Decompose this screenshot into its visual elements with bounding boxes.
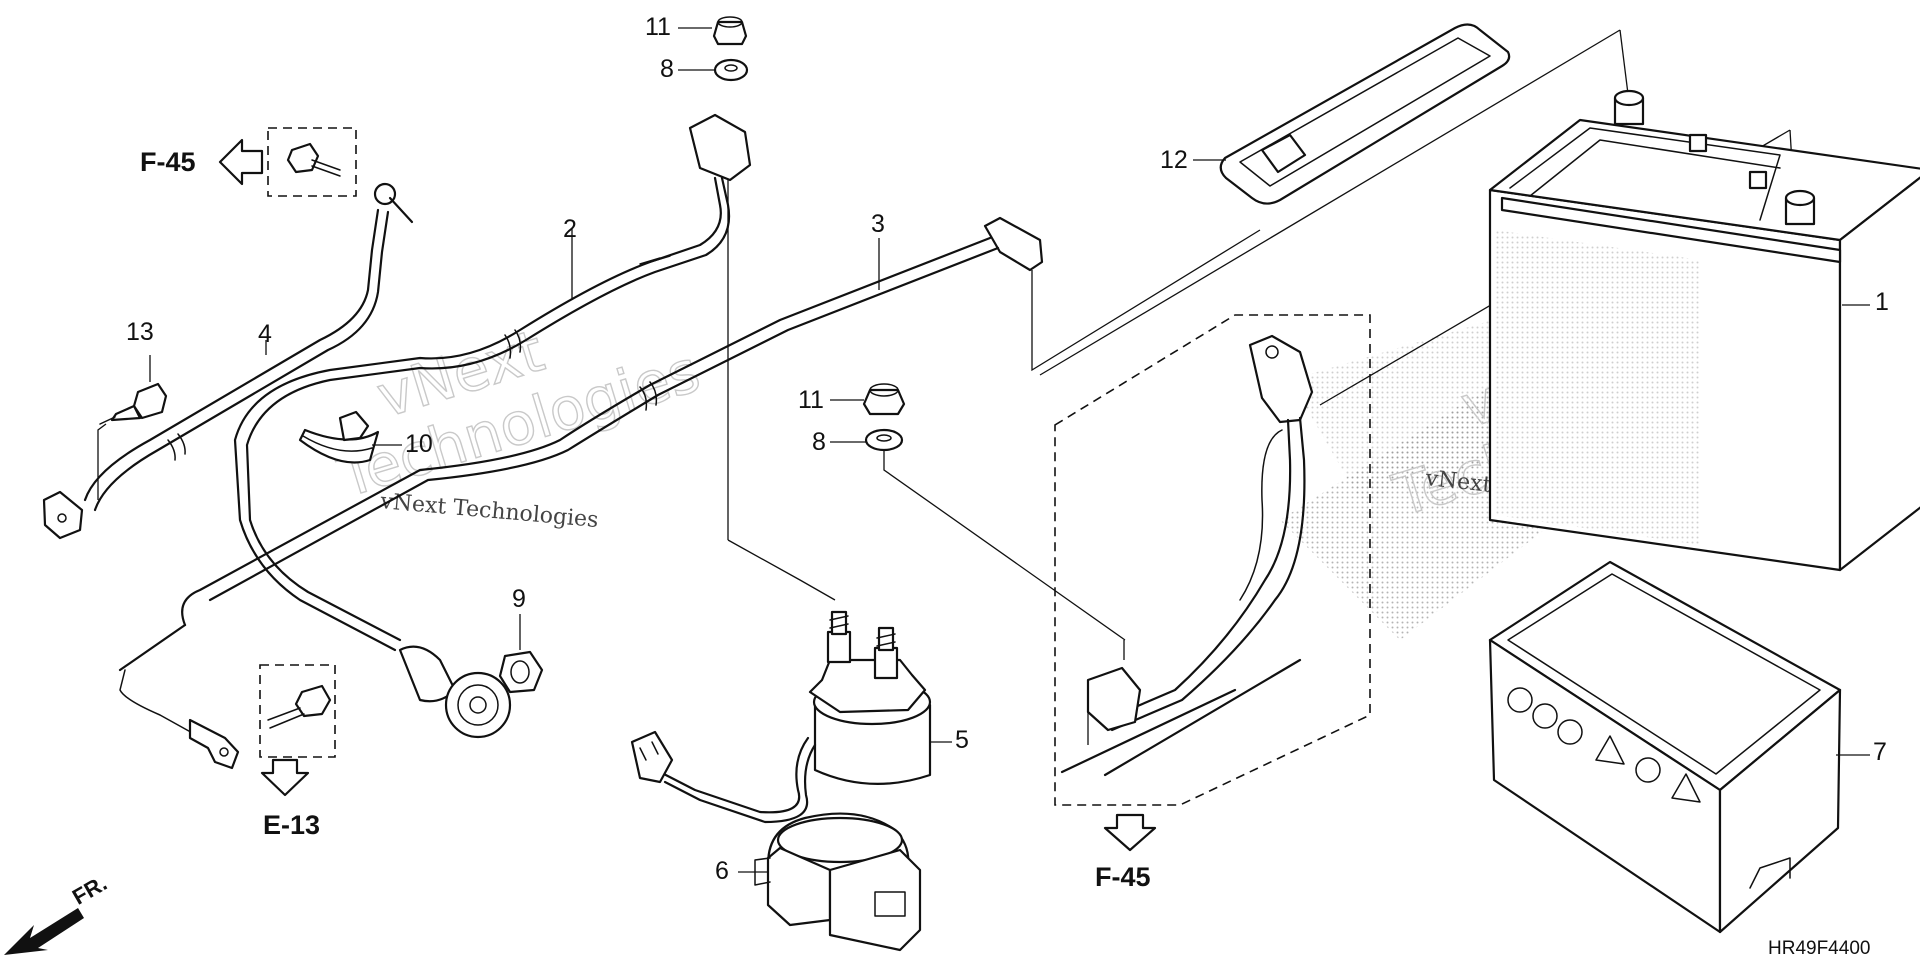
bolt-13 [99,382,168,425]
nut-9 [498,650,544,694]
nut-middle [862,383,906,416]
battery-strap [1219,23,1511,205]
starter-cable [233,113,752,739]
positive-cable [118,216,1044,770]
dashed-box-center [1054,314,1371,806]
battery-tray [1488,560,1842,934]
front-arrow [4,908,84,955]
cable-tie [298,410,380,464]
dashed-box-bottom-left [259,664,336,758]
washer-top [713,58,749,82]
ref-arrow-bottom-center[interactable] [1103,813,1157,852]
ground-cable [42,182,414,540]
ref-arrow-bottom-left[interactable] [260,758,310,797]
relay-holder [754,812,922,952]
bolt-top-left [286,142,341,177]
starter-relay [630,610,932,824]
ref-arrow-top-left[interactable] [218,138,264,186]
watermark-caption-left: vNext Technologies [378,489,599,533]
bolt-bottom-left [267,684,332,729]
washer-middle [864,428,904,452]
dashed-box-top-left [267,127,357,197]
negative-cable [1060,334,1314,777]
watermark-left: vNext Technologies [329,316,708,512]
nut-top [712,16,748,46]
